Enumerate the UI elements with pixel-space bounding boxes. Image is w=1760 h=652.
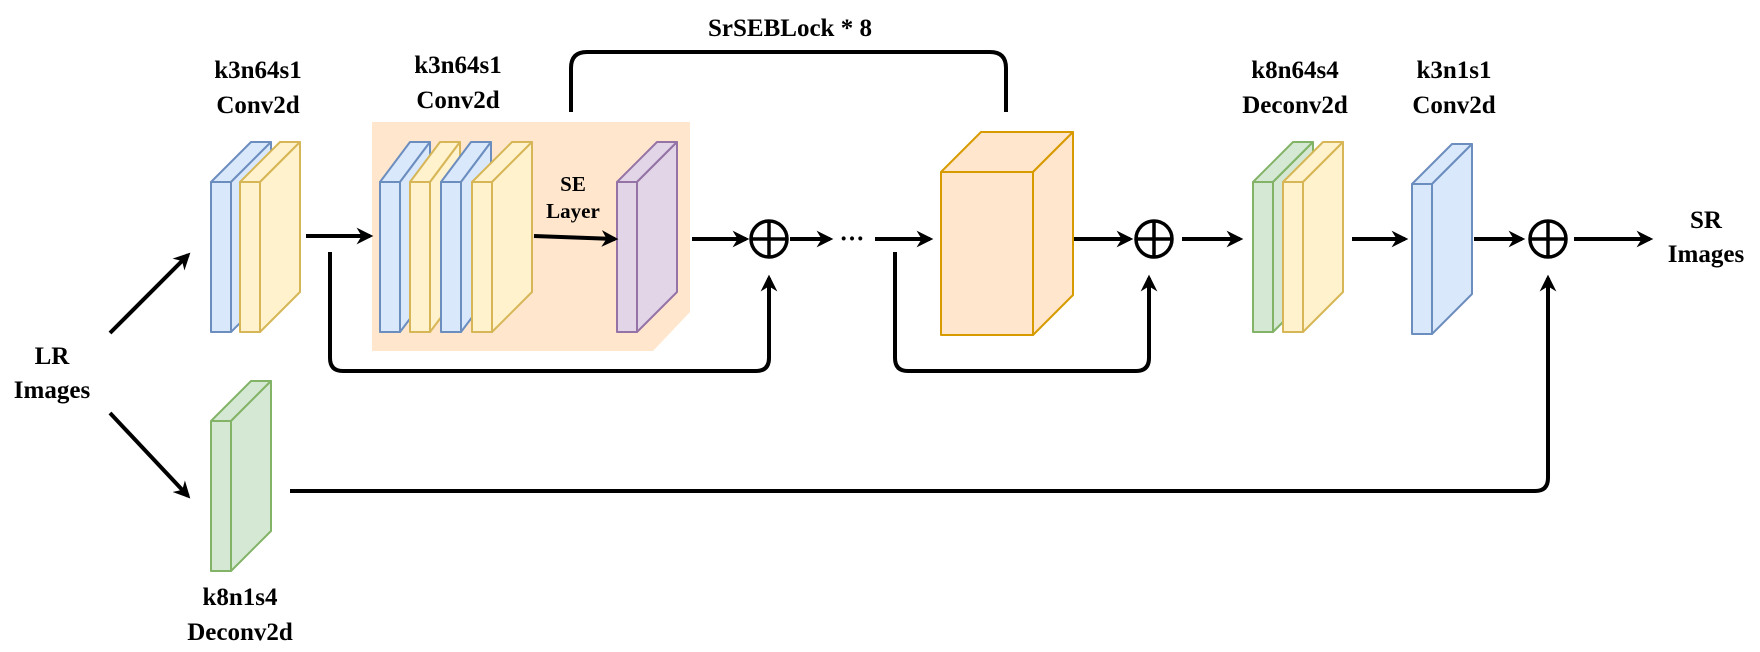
label-conv3-1: k3n1s1 [1416, 57, 1491, 84]
label-conv1-2: Conv2d [216, 92, 299, 119]
label-se-2: Layer [546, 199, 600, 223]
front-face [239, 181, 261, 333]
front-face [1411, 183, 1433, 335]
front-face [1282, 181, 1304, 333]
connections [108, 50, 1654, 499]
label-deconv1-1: k8n64s4 [1251, 57, 1339, 84]
deconv1-slab-yellow [1282, 141, 1344, 333]
front-face [409, 181, 431, 333]
front-face [471, 181, 493, 333]
label-se-1: SE [560, 172, 586, 196]
block8-box [940, 131, 1074, 336]
front-face [210, 420, 232, 572]
front-face [379, 181, 401, 333]
deconv2-slab-green [210, 380, 272, 572]
label-conv2-1: k3n64s1 [414, 52, 502, 79]
conv3-slab-blue [1411, 143, 1473, 335]
front-face [616, 181, 638, 333]
label-conv2-2: Conv2d [416, 87, 499, 114]
label-ellipsis: ··· [839, 226, 864, 253]
block-slab-yellow-2 [471, 141, 533, 333]
label-deconv2-1: k8n1s4 [202, 584, 278, 611]
label-conv1-1: k3n64s1 [214, 57, 302, 84]
label-conv3-2: Conv2d [1412, 92, 1495, 119]
side-face [491, 141, 533, 333]
skip-connection-2 [893, 252, 1158, 373]
side-face [1032, 131, 1074, 336]
long-skip-connection [290, 274, 1557, 493]
srse-block-bracket [569, 50, 1008, 112]
sum-node-2 [1134, 219, 1174, 259]
label-sr-1: SR [1690, 207, 1723, 234]
arrow-to-se-layer [533, 230, 619, 247]
front-face [440, 181, 462, 333]
front-face [940, 171, 1034, 336]
label-lr-1: LR [35, 343, 71, 370]
arrow-lr-to-deconv2 [108, 411, 191, 499]
label-srse-block: SrSEBLock * 8 [708, 15, 872, 42]
layer-blocks [210, 131, 1473, 572]
sum-node-3 [1528, 219, 1568, 259]
front-face [210, 181, 232, 333]
side-face [259, 141, 301, 333]
arrow-lr-to-conv1 [108, 252, 191, 335]
label-lr-2: Images [14, 377, 91, 404]
skip-connection-1 [328, 252, 778, 373]
conv1-slab-yellow [239, 141, 301, 333]
front-face [1252, 181, 1274, 333]
side-face [1431, 143, 1473, 335]
se-layer-slab [616, 141, 678, 333]
side-face [230, 380, 272, 572]
label-deconv2-2: Deconv2d [187, 619, 293, 646]
side-face [636, 141, 678, 333]
label-sr-2: Images [1668, 241, 1745, 268]
label-deconv1-2: Deconv2d [1242, 92, 1348, 119]
side-face [1302, 141, 1344, 333]
sum-node-1 [749, 219, 789, 259]
labels: LR Images SR Images k3n64s1 Conv2d k3n64… [14, 15, 1745, 646]
